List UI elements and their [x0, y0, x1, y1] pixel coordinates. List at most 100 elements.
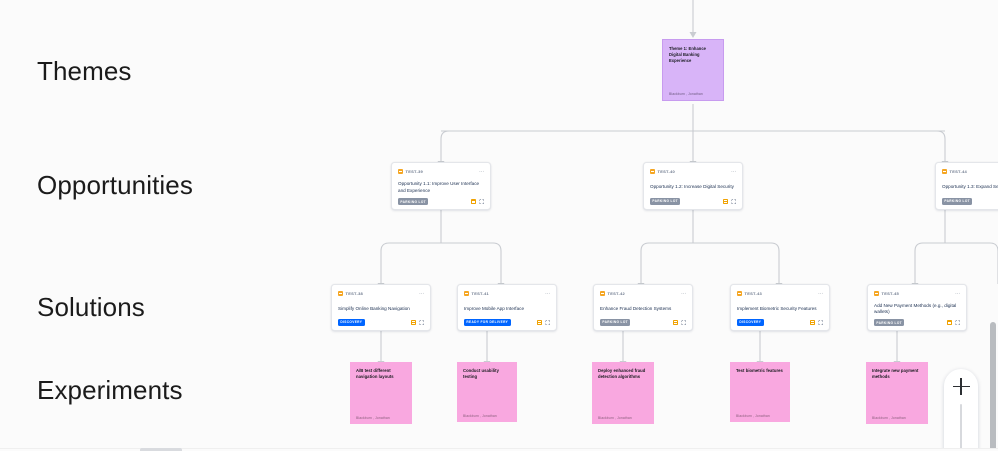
theme-title: Theme 1: Enhance Digital Banking Experie…: [669, 46, 706, 63]
experiment-card-4[interactable]: Test biometric features Blackburn , Jona…: [730, 362, 790, 422]
more-options-icon[interactable]: ···: [817, 290, 823, 297]
canvas-bottom-edge: [0, 448, 998, 451]
card-key: TEST-43: [744, 291, 763, 296]
priority-icon[interactable]: [809, 319, 815, 325]
card-header: TEST-43 ···: [737, 290, 823, 297]
card-header: TEST-39 ···: [398, 168, 484, 175]
opportunity-card-test-40[interactable]: TEST-40 ··· Opportunity 1.2: Increase Di…: [643, 162, 743, 210]
status-badge[interactable]: PARKING LOT: [650, 198, 681, 205]
more-options-icon[interactable]: ···: [730, 168, 736, 175]
card-key: TEST-45: [881, 291, 900, 296]
more-options-icon[interactable]: ···: [544, 290, 550, 297]
card-footer: PARKING LOT: [942, 198, 998, 205]
priority-icon[interactable]: [536, 319, 542, 325]
card-title: Add New Payment Methods (e.g., digital w…: [874, 302, 957, 315]
expand-icon[interactable]: [478, 199, 485, 205]
more-options-icon[interactable]: ···: [680, 290, 686, 297]
solution-card-test-42[interactable]: TEST-42 ··· Enhance Fraud Detection Syst…: [593, 284, 693, 331]
more-options-icon[interactable]: ···: [478, 168, 484, 175]
experiment-card-2[interactable]: Conduct usability testing Blackburn , Jo…: [457, 362, 517, 422]
expand-icon[interactable]: [680, 320, 687, 326]
card-title: Opportunity 1.2: Increase Digital Securi…: [650, 184, 734, 190]
priority-icon[interactable]: [722, 198, 728, 204]
card-title: Simplify Online Banking Navigation: [338, 305, 410, 311]
experiment-card-3[interactable]: Deploy enhanced fraud detection algorith…: [592, 362, 654, 424]
solution-card-test-43[interactable]: TEST-43 ··· Implement Biometric Security…: [730, 284, 830, 331]
zoom-control[interactable]: [944, 369, 978, 451]
opportunity-icon: [942, 169, 947, 174]
card-key: TEST-41: [471, 291, 490, 296]
solution-icon: [737, 291, 742, 296]
card-footer: PARKING LOT: [398, 198, 484, 205]
solution-icon: [464, 291, 469, 296]
bottom-left-tab[interactable]: [140, 448, 182, 451]
card-footer: PARKING LOT: [600, 319, 686, 326]
expand-icon[interactable]: [817, 320, 824, 326]
card-key: TEST-39: [405, 169, 424, 174]
status-badge[interactable]: PARKING LOT: [600, 319, 631, 326]
card-footer: PARKING LOT: [650, 198, 736, 205]
card-header: TEST-42 ···: [600, 290, 686, 297]
card-key: TEST-38: [345, 291, 364, 296]
vertical-scrollbar[interactable]: [990, 322, 996, 451]
experiment-author: Blackburn , Jonathan: [872, 416, 906, 420]
card-footer: READY FOR DELIVERY: [464, 319, 550, 326]
opportunity-card-test-39[interactable]: TEST-39 ··· Opportunity 1.1: Improve Use…: [391, 162, 491, 210]
row-label-themes: Themes: [37, 56, 132, 86]
expand-icon[interactable]: [730, 199, 737, 205]
status-badge[interactable]: PARKING LOT: [874, 319, 905, 326]
priority-icon[interactable]: [946, 320, 952, 325]
card-footer: DISCOVERY: [338, 319, 424, 326]
expand-icon[interactable]: [544, 320, 551, 326]
experiment-author: Blackburn , Jonathan: [736, 414, 770, 418]
card-header: TEST-41 ···: [464, 290, 550, 297]
card-title: Implement Biometric Security Features: [737, 305, 817, 311]
status-badge[interactable]: DISCOVERY: [338, 319, 365, 326]
card-title: Enhance Fraud Detection Systems: [600, 305, 672, 311]
experiment-card-5[interactable]: Integrate new payment methods Blackburn …: [866, 362, 928, 424]
status-badge[interactable]: PARKING LOT: [398, 198, 429, 205]
card-title: Opportunity 1.3: Expand Services: [942, 184, 998, 190]
card-header: TEST-44: [942, 168, 998, 175]
card-header: TEST-45 ···: [874, 290, 960, 297]
card-footer: DISCOVERY: [737, 319, 823, 326]
experiment-author: Blackburn , Jonathan: [356, 416, 390, 420]
experiment-title: Test biometric features: [736, 368, 783, 373]
zoom-slider-track[interactable]: [960, 404, 962, 451]
solution-icon: [874, 291, 879, 296]
theme-card[interactable]: Theme 1: Enhance Digital Banking Experie…: [662, 39, 724, 101]
solution-card-test-45[interactable]: TEST-45 ··· Add New Payment Methods (e.g…: [867, 284, 967, 331]
status-badge[interactable]: READY FOR DELIVERY: [464, 319, 511, 326]
card-key: TEST-40: [657, 169, 676, 174]
card-title: Improve Mobile App Interface: [464, 305, 525, 311]
experiment-card-1[interactable]: A/B test different navigation layouts Bl…: [350, 362, 412, 424]
solution-icon: [600, 291, 605, 296]
priority-icon[interactable]: [672, 319, 678, 325]
row-label-solutions: Solutions: [37, 292, 145, 322]
priority-icon[interactable]: [470, 199, 476, 204]
experiment-title: Integrate new payment methods: [872, 368, 919, 380]
experiment-author: Blackburn , Jonathan: [463, 414, 497, 418]
row-label-experiments: Experiments: [37, 375, 183, 405]
priority-icon[interactable]: [410, 319, 416, 325]
card-footer: PARKING LOT: [874, 319, 960, 326]
opportunity-icon: [398, 169, 403, 174]
experiment-title: A/B test different navigation layouts: [356, 368, 394, 380]
status-badge[interactable]: DISCOVERY: [737, 319, 764, 326]
status-badge[interactable]: PARKING LOT: [942, 198, 973, 205]
opportunity-icon: [650, 169, 655, 174]
opportunity-card-test-44[interactable]: TEST-44 Opportunity 1.3: Expand Services…: [935, 162, 998, 210]
card-title: Opportunity 1.1: Improve User Interface …: [398, 181, 480, 193]
more-options-icon[interactable]: ···: [418, 290, 424, 297]
theme-author: Blackburn , Jonathan: [669, 92, 703, 96]
zoom-in-icon[interactable]: [952, 378, 970, 395]
experiment-title: Deploy enhanced fraud detection algorith…: [598, 368, 646, 380]
solution-card-test-41[interactable]: TEST-41 ··· Improve Mobile App Interface…: [457, 284, 557, 331]
solution-card-test-38[interactable]: TEST-38 ··· Simplify Online Banking Navi…: [331, 284, 431, 331]
card-key: TEST-42: [607, 291, 626, 296]
more-options-icon[interactable]: ···: [954, 290, 960, 297]
expand-icon[interactable]: [954, 320, 961, 326]
expand-icon[interactable]: [418, 320, 425, 326]
card-header: TEST-38 ···: [338, 290, 424, 297]
